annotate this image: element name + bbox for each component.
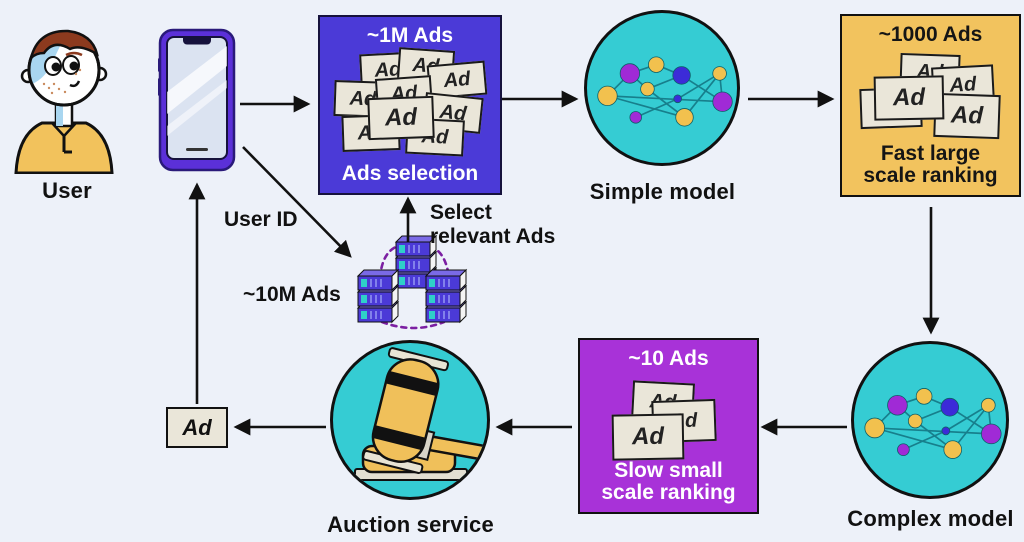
database-icon [356,234,468,330]
fast-ranking-label: Fast large scale ranking [863,141,998,188]
ad-card: Ad [873,75,945,121]
simple-model-circle [584,10,740,166]
simple-model-label: Simple model [589,179,736,204]
auction-service-circle [330,340,490,500]
complex-model-network-icon [864,388,1002,459]
auction-service-label: Auction service [327,512,494,537]
gavel-icon [354,347,487,481]
ad-card: Ad [611,413,685,461]
complex-model-circle [851,341,1009,499]
fast-ranking-count: ~1000 Ads [878,23,983,46]
user-label: User [42,178,92,203]
simple-model-network-icon [597,56,733,127]
ad-result-box: Ad [166,407,228,448]
ads-selection-label: Ads selection [341,162,479,186]
phone-icon [158,28,236,172]
user-id-label: User ID [224,208,298,231]
slow-ranking-label: Slow small scale ranking [601,458,736,505]
slow-ranking-cards: Ad Ad Ad [586,378,751,468]
ads-selection-count: ~1M Ads [366,24,454,47]
slow-ranking-box: ~10 Ads Ad Ad Ad Slow small scale rankin… [578,338,759,514]
user-icon [14,29,114,174]
select-relevant-ads-label: Select relevant Ads [430,201,556,249]
complex-model-label: Complex model [847,506,1014,531]
ads-selection-box: ~1M Ads Ad Ad Ad Ad Ad Ad Ad Ad Ad Ads s… [318,15,502,195]
ad-card: Ad [367,95,435,141]
slow-ranking-count: ~10 Ads [628,347,709,370]
ads-selection-cards: Ad Ad Ad Ad Ad Ad Ad Ad Ad [326,47,494,157]
fast-ranking-box: ~1000 Ads Ad Ad Ad Ad Ad Fast large scal… [840,14,1021,197]
ads-pool-label: ~10M Ads [243,283,341,306]
fast-ranking-cards: Ad Ad Ad Ad Ad [848,52,1013,150]
